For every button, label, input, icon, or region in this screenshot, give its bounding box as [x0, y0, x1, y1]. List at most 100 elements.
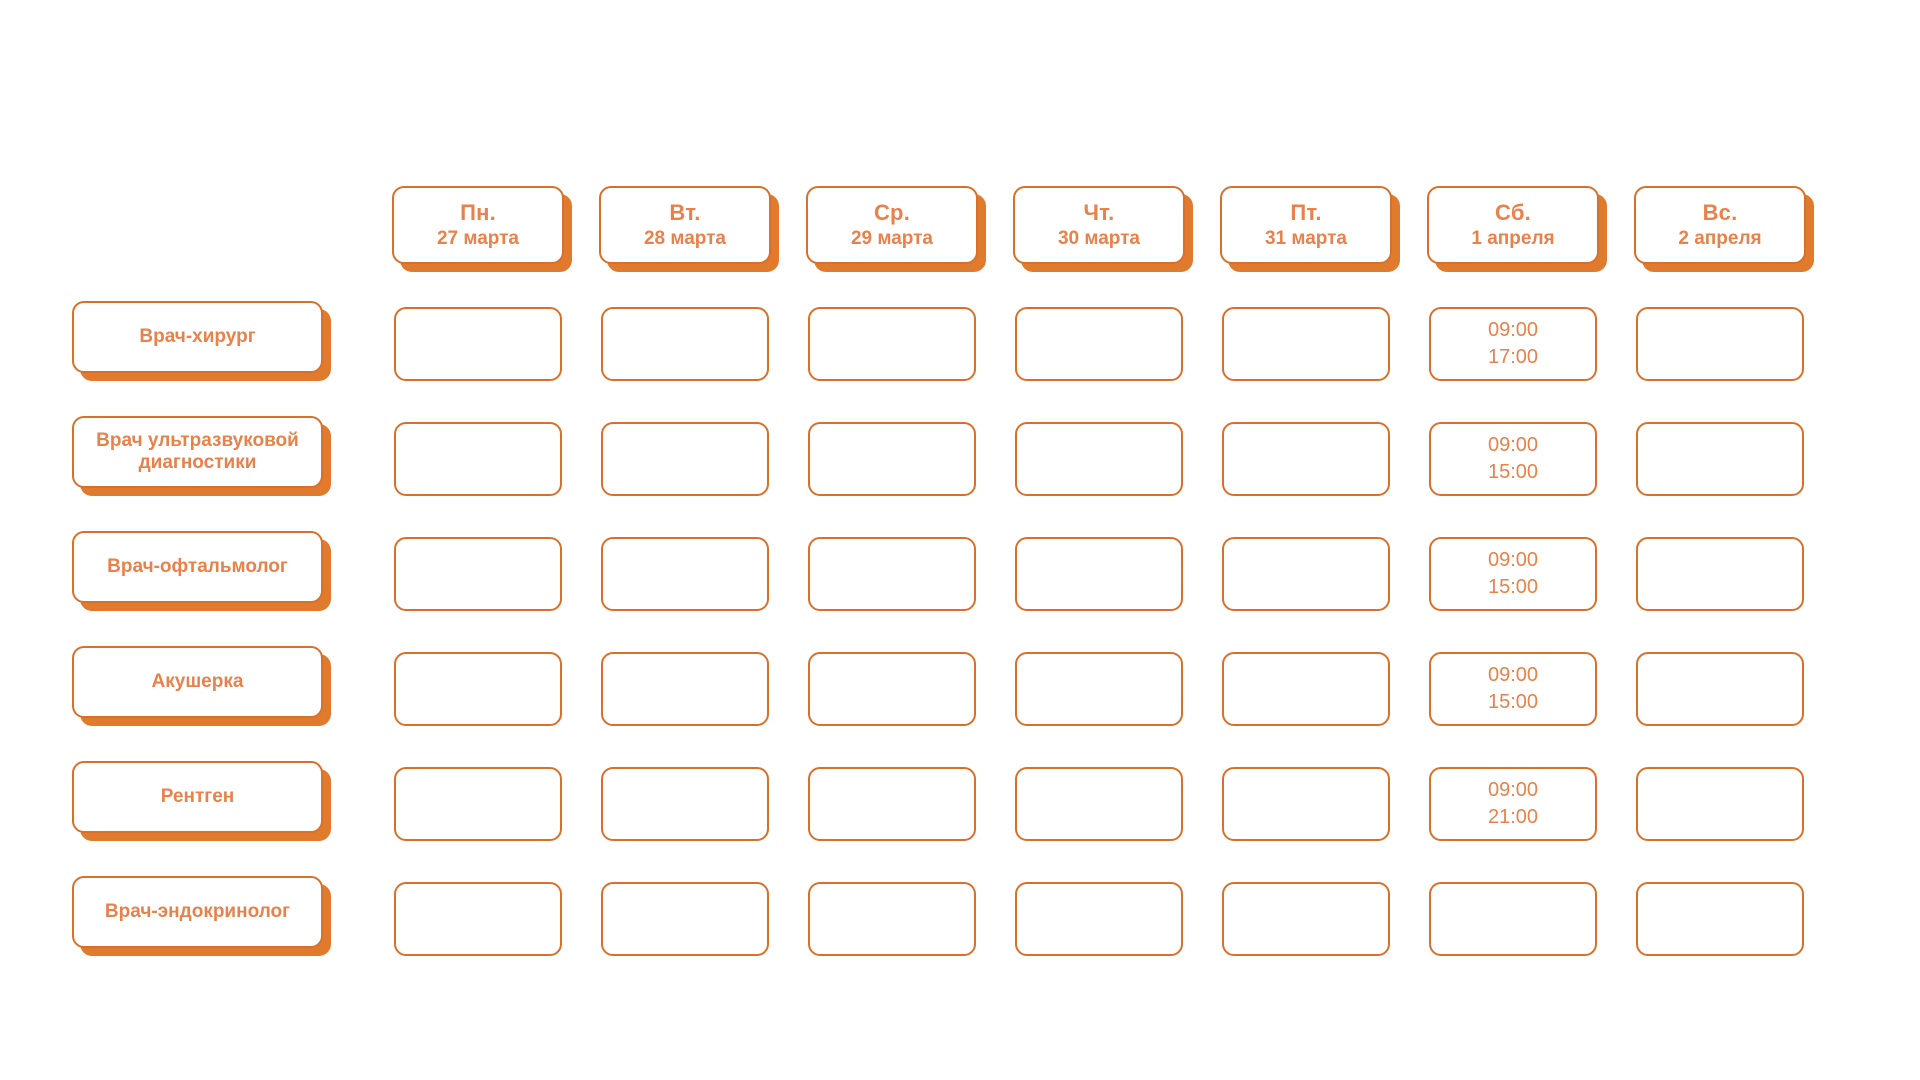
- slot-r3-c3[interactable]: [796, 523, 1003, 638]
- empty-slot-card[interactable]: [1636, 652, 1804, 726]
- day-header-card[interactable]: Пт.31 марта: [1220, 186, 1392, 264]
- slot-r3-c1[interactable]: [382, 523, 589, 638]
- slot-r3-c4[interactable]: [1003, 523, 1210, 638]
- slot-r4-c5[interactable]: [1210, 638, 1417, 753]
- slot-r2-c7[interactable]: [1624, 408, 1831, 523]
- empty-slot-card[interactable]: [1222, 652, 1390, 726]
- empty-slot-card[interactable]: [394, 537, 562, 611]
- empty-slot-card[interactable]: [601, 652, 769, 726]
- empty-slot-card[interactable]: [1636, 307, 1804, 381]
- slot-r1-c1[interactable]: [382, 293, 589, 408]
- empty-slot-card[interactable]: [1015, 307, 1183, 381]
- empty-slot-card[interactable]: [1222, 882, 1390, 956]
- day-header-card[interactable]: Вт.28 марта: [599, 186, 771, 264]
- day-header-7[interactable]: Вс.2 апреля: [1624, 178, 1831, 293]
- row-label-card[interactable]: Акушерка: [72, 646, 323, 718]
- row-label-card[interactable]: Врач-хирург: [72, 301, 323, 373]
- row-label-4[interactable]: Акушерка: [72, 638, 382, 753]
- empty-slot-card[interactable]: [394, 422, 562, 496]
- slot-r6-c6[interactable]: [1417, 868, 1624, 983]
- slot-r1-c3[interactable]: [796, 293, 1003, 408]
- empty-slot-card[interactable]: [808, 652, 976, 726]
- empty-slot-card[interactable]: [394, 652, 562, 726]
- slot-r1-c7[interactable]: [1624, 293, 1831, 408]
- empty-slot-card[interactable]: [601, 537, 769, 611]
- empty-slot-card[interactable]: [1636, 537, 1804, 611]
- slot-r4-c2[interactable]: [589, 638, 796, 753]
- slot-r4-c4[interactable]: [1003, 638, 1210, 753]
- slot-r1-c2[interactable]: [589, 293, 796, 408]
- empty-slot-card[interactable]: [808, 422, 976, 496]
- day-header-4[interactable]: Чт.30 марта: [1003, 178, 1210, 293]
- slot-r1-c4[interactable]: [1003, 293, 1210, 408]
- slot-r5-c5[interactable]: [1210, 753, 1417, 868]
- empty-slot-card[interactable]: [394, 767, 562, 841]
- row-label-5[interactable]: Рентген: [72, 753, 382, 868]
- slot-r5-c3[interactable]: [796, 753, 1003, 868]
- empty-slot-card[interactable]: [1015, 652, 1183, 726]
- empty-slot-card[interactable]: [1636, 882, 1804, 956]
- day-header-card[interactable]: Вс.2 апреля: [1634, 186, 1806, 264]
- slot-r6-c3[interactable]: [796, 868, 1003, 983]
- slot-r4-c7[interactable]: [1624, 638, 1831, 753]
- slot-r2-c4[interactable]: [1003, 408, 1210, 523]
- slot-r4-c3[interactable]: [796, 638, 1003, 753]
- slot-r6-c4[interactable]: [1003, 868, 1210, 983]
- empty-slot-card[interactable]: [1429, 882, 1597, 956]
- slot-r2-c5[interactable]: [1210, 408, 1417, 523]
- day-header-6[interactable]: Сб.1 апреля: [1417, 178, 1624, 293]
- slot-r4-c1[interactable]: [382, 638, 589, 753]
- empty-slot-card[interactable]: [1222, 767, 1390, 841]
- empty-slot-card[interactable]: [1015, 882, 1183, 956]
- slot-r6-c5[interactable]: [1210, 868, 1417, 983]
- empty-slot-card[interactable]: [1222, 422, 1390, 496]
- slot-r5-c1[interactable]: [382, 753, 589, 868]
- day-header-card[interactable]: Чт.30 марта: [1013, 186, 1185, 264]
- empty-slot-card[interactable]: [808, 307, 976, 381]
- empty-slot-card[interactable]: [1015, 422, 1183, 496]
- empty-slot-card[interactable]: [601, 422, 769, 496]
- empty-slot-card[interactable]: [394, 307, 562, 381]
- slot-r3-c2[interactable]: [589, 523, 796, 638]
- slot-r1-c5[interactable]: [1210, 293, 1417, 408]
- row-label-card[interactable]: Врач-офтальмолог: [72, 531, 323, 603]
- empty-slot-card[interactable]: [601, 767, 769, 841]
- row-label-card[interactable]: Врач-эндокринолог: [72, 876, 323, 948]
- empty-slot-card[interactable]: [394, 882, 562, 956]
- slot-r5-c2[interactable]: [589, 753, 796, 868]
- empty-slot-card[interactable]: [601, 307, 769, 381]
- slot-r6-c7[interactable]: [1624, 868, 1831, 983]
- empty-slot-card[interactable]: [1222, 537, 1390, 611]
- row-label-card[interactable]: Рентген: [72, 761, 323, 833]
- day-header-card[interactable]: Ср.29 марта: [806, 186, 978, 264]
- row-label-6[interactable]: Врач-эндокринолог: [72, 868, 382, 983]
- empty-slot-card[interactable]: [808, 882, 976, 956]
- day-header-3[interactable]: Ср.29 марта: [796, 178, 1003, 293]
- empty-slot-card[interactable]: [601, 882, 769, 956]
- slot-r2-c2[interactable]: [589, 408, 796, 523]
- slot-r6-c2[interactable]: [589, 868, 796, 983]
- empty-slot-card[interactable]: [808, 767, 976, 841]
- slot-r3-c5[interactable]: [1210, 523, 1417, 638]
- slot-r3-c7[interactable]: [1624, 523, 1831, 638]
- slot-r5-c4[interactable]: [1003, 753, 1210, 868]
- slot-r2-c1[interactable]: [382, 408, 589, 523]
- empty-slot-card[interactable]: [1015, 537, 1183, 611]
- day-header-5[interactable]: Пт.31 марта: [1210, 178, 1417, 293]
- empty-slot-card[interactable]: [1015, 767, 1183, 841]
- day-header-card[interactable]: Пн.27 марта: [392, 186, 564, 264]
- empty-slot-card[interactable]: [808, 537, 976, 611]
- slot-r5-c7[interactable]: [1624, 753, 1831, 868]
